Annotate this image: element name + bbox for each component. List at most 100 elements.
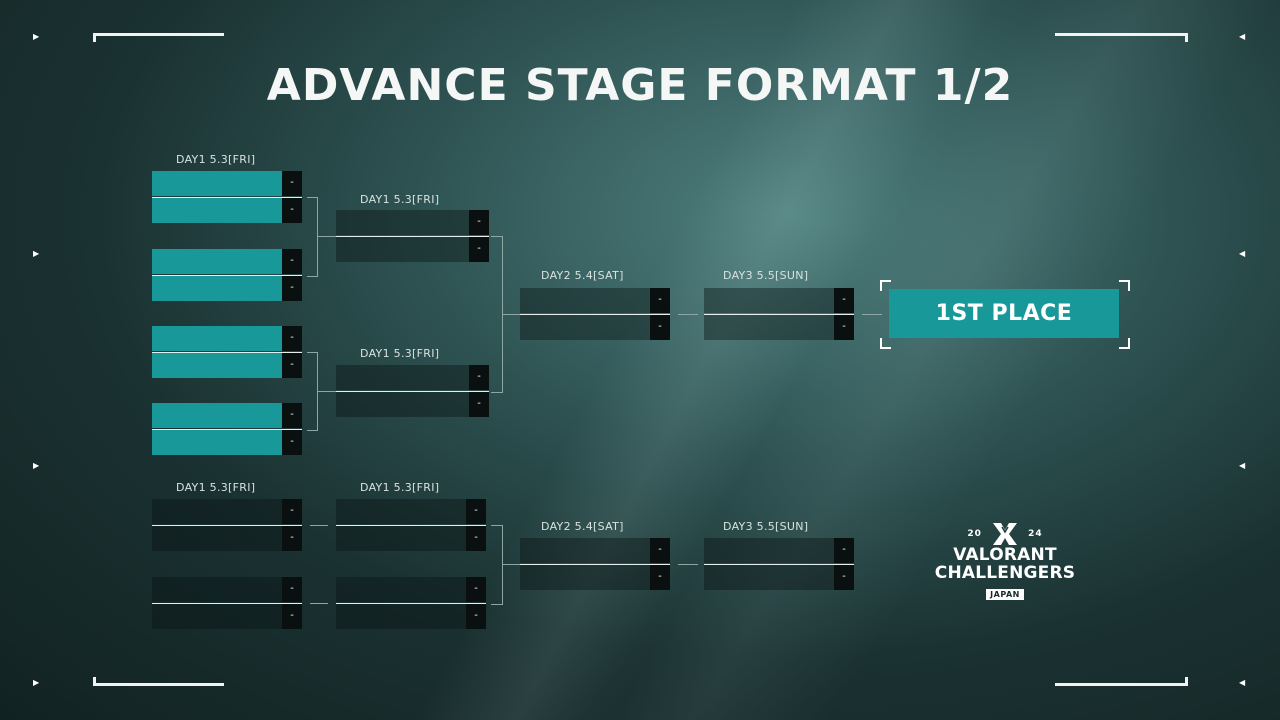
round-label-final-upper: DAY3 5.5[SUN] <box>723 269 809 282</box>
score-box: - <box>282 198 302 223</box>
team-slot[interactable]: - <box>336 392 489 417</box>
match-divider <box>152 603 302 604</box>
frame-line-top-right-tick <box>1185 33 1188 42</box>
team-slot[interactable]: - <box>520 315 670 340</box>
team-slot[interactable]: - <box>152 171 302 196</box>
bracket-connector <box>503 564 520 565</box>
team-slot[interactable]: - <box>152 577 302 602</box>
score-box: - <box>282 276 302 301</box>
round-label-r1-lower: DAY1 5.3[FRI] <box>176 481 256 494</box>
team-name <box>152 577 282 602</box>
bracket-connector <box>491 236 503 393</box>
arrow-icon: ▶ <box>33 249 40 258</box>
score-box: - <box>834 538 854 563</box>
team-slot[interactable]: - <box>152 430 302 455</box>
frame-line-top-left <box>93 33 224 36</box>
score-box: - <box>466 577 486 602</box>
team-slot[interactable]: - <box>520 565 670 590</box>
score-box: - <box>282 526 302 551</box>
first-place-box: 1ST PLACE <box>889 289 1119 338</box>
team-slot[interactable]: - <box>520 538 670 563</box>
team-slot[interactable]: - <box>704 538 854 563</box>
team-name <box>336 237 469 262</box>
match-divider <box>520 564 670 565</box>
frame-line-top-left-tick <box>93 33 96 42</box>
score-box: - <box>282 604 302 629</box>
arrow-icon: ▶ <box>33 32 40 41</box>
team-slot[interactable]: - <box>152 403 302 428</box>
bracket-connector <box>491 525 503 605</box>
team-slot[interactable]: - <box>336 365 489 390</box>
score-box: - <box>650 565 670 590</box>
team-slot[interactable]: - <box>704 315 854 340</box>
match-divider <box>152 525 302 526</box>
team-name <box>152 276 282 301</box>
score-box: - <box>282 499 302 524</box>
round-label-semi-lower: DAY2 5.4[SAT] <box>541 520 624 533</box>
arrow-icon: ◀ <box>1239 678 1246 687</box>
score-box: - <box>469 237 489 262</box>
score-box: - <box>650 288 670 313</box>
team-name <box>520 288 650 313</box>
team-name <box>336 210 469 235</box>
page-title: ADVANCE STAGE FORMAT 1/2 <box>266 60 1014 111</box>
team-name <box>336 365 469 390</box>
logo-region: JAPAN <box>986 589 1024 600</box>
match-divider <box>704 314 854 315</box>
team-name <box>704 538 834 563</box>
team-name <box>152 249 282 274</box>
team-name <box>152 403 282 428</box>
team-slot[interactable]: - <box>152 198 302 223</box>
team-slot[interactable]: - <box>152 526 302 551</box>
arrow-icon: ◀ <box>1239 461 1246 470</box>
team-name <box>152 430 282 455</box>
team-name <box>336 526 466 551</box>
logo-line2: CHALLENGERS <box>934 563 1076 583</box>
team-slot[interactable]: - <box>336 526 486 551</box>
team-name <box>336 392 469 417</box>
team-slot[interactable]: - <box>336 604 486 629</box>
score-box: - <box>469 210 489 235</box>
team-slot[interactable]: - <box>152 353 302 378</box>
score-box: - <box>466 604 486 629</box>
team-slot[interactable]: - <box>336 577 486 602</box>
frame-line-bottom-left <box>93 683 224 686</box>
team-slot[interactable]: - <box>152 276 302 301</box>
bracket-connector <box>307 197 318 277</box>
team-slot[interactable]: - <box>152 499 302 524</box>
team-slot[interactable]: - <box>704 288 854 313</box>
bracket-connector <box>310 603 328 604</box>
arrow-icon: ◀ <box>1239 249 1246 258</box>
team-name <box>152 499 282 524</box>
team-name <box>152 526 282 551</box>
frame-line-bottom-right <box>1055 683 1188 686</box>
corner-bracket <box>880 338 891 349</box>
team-name <box>520 565 650 590</box>
valorant-emblem-icon <box>993 523 1017 545</box>
team-slot[interactable]: - <box>336 210 489 235</box>
score-box: - <box>282 326 302 351</box>
bracket-connector <box>678 314 698 315</box>
team-name <box>152 198 282 223</box>
team-name <box>336 604 466 629</box>
team-slot[interactable]: - <box>336 237 489 262</box>
team-slot[interactable]: - <box>336 499 486 524</box>
round-label-final-lower: DAY3 5.5[SUN] <box>723 520 809 533</box>
frame-line-bottom-left-tick <box>93 677 96 686</box>
team-slot[interactable]: - <box>520 288 670 313</box>
team-name <box>520 315 650 340</box>
team-slot[interactable]: - <box>152 249 302 274</box>
score-box: - <box>282 353 302 378</box>
corner-bracket <box>1119 338 1130 349</box>
round-label-r2-lower: DAY1 5.3[FRI] <box>360 481 440 494</box>
arrow-icon: ▶ <box>33 461 40 470</box>
match-divider <box>152 197 302 198</box>
team-slot[interactable]: - <box>152 604 302 629</box>
team-slot[interactable]: - <box>152 326 302 351</box>
match-divider <box>520 314 670 315</box>
logo-year-right: 24 <box>1028 529 1043 539</box>
bracket-connector <box>503 314 520 315</box>
round-label-semi-upper: DAY2 5.4[SAT] <box>541 269 624 282</box>
team-slot[interactable]: - <box>704 565 854 590</box>
match-divider <box>152 352 302 353</box>
